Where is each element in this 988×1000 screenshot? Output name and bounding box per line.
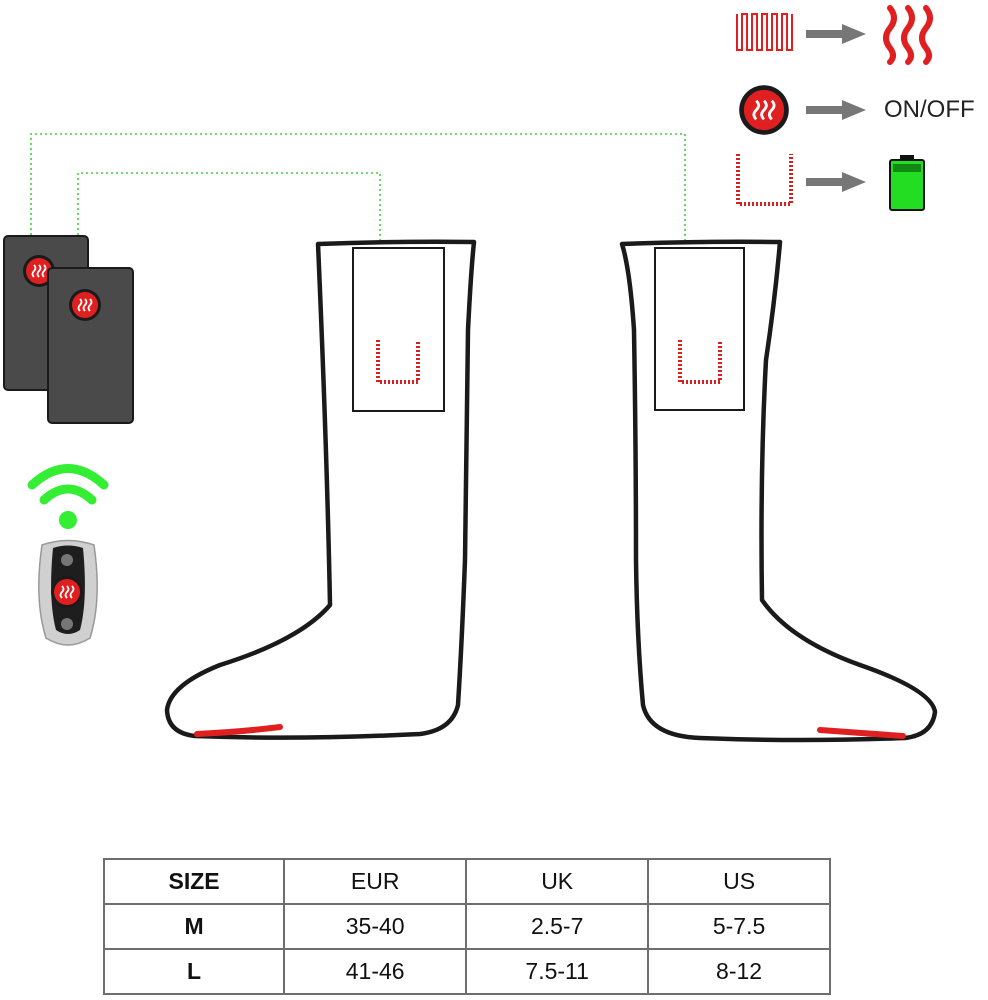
heating-element-icon [736, 13, 793, 51]
heated-socks-diagram [3, 5, 938, 743]
table-cell: L [102, 948, 286, 995]
table-cell: 5-7.5 [647, 903, 831, 950]
table-cell: 2.5-7 [465, 903, 650, 950]
table-header: US [647, 858, 831, 905]
table-header: EUR [283, 858, 468, 905]
toe-heater [194, 724, 283, 737]
arrow-icon [806, 24, 866, 44]
table-row: M 35-40 2.5-7 5-7.5 [102, 903, 831, 950]
heat-waves-icon [883, 5, 933, 65]
table-cell: M [102, 903, 286, 950]
sock-icon [164, 239, 477, 740]
sock-right [619, 239, 938, 743]
table-header: UK [465, 858, 650, 905]
table-cell: 35-40 [283, 903, 468, 950]
sock-left [164, 239, 477, 740]
table-header: SIZE [102, 858, 286, 905]
battery-icon [889, 155, 925, 211]
battery-packs [3, 235, 134, 424]
heat-button-icon [737, 83, 791, 137]
heating-element-icon [736, 154, 793, 206]
table-cell: 41-46 [283, 948, 468, 995]
legend-button [737, 83, 866, 137]
onoff-label: ON/OFF [884, 96, 975, 123]
arrow-icon [806, 100, 866, 120]
table-cell: 8-12 [647, 948, 831, 995]
legend-battery [736, 154, 925, 211]
table-header-row: SIZE EUR UK US [102, 858, 831, 905]
size-table: SIZE EUR UK US M 35-40 2.5-7 5-7.5 L 41-… [102, 858, 831, 995]
arrow-icon [806, 172, 866, 192]
table-cell: 7.5-11 [465, 948, 650, 995]
table-row: L 41-46 7.5-11 8-12 [102, 948, 831, 995]
sock-icon [619, 239, 938, 743]
wifi-icon [27, 464, 109, 529]
heating-element-icon [376, 340, 420, 384]
remote-control-icon [38, 539, 98, 646]
legend-heating [736, 5, 933, 65]
toe-heater [817, 727, 906, 739]
heating-element-icon [678, 340, 722, 384]
